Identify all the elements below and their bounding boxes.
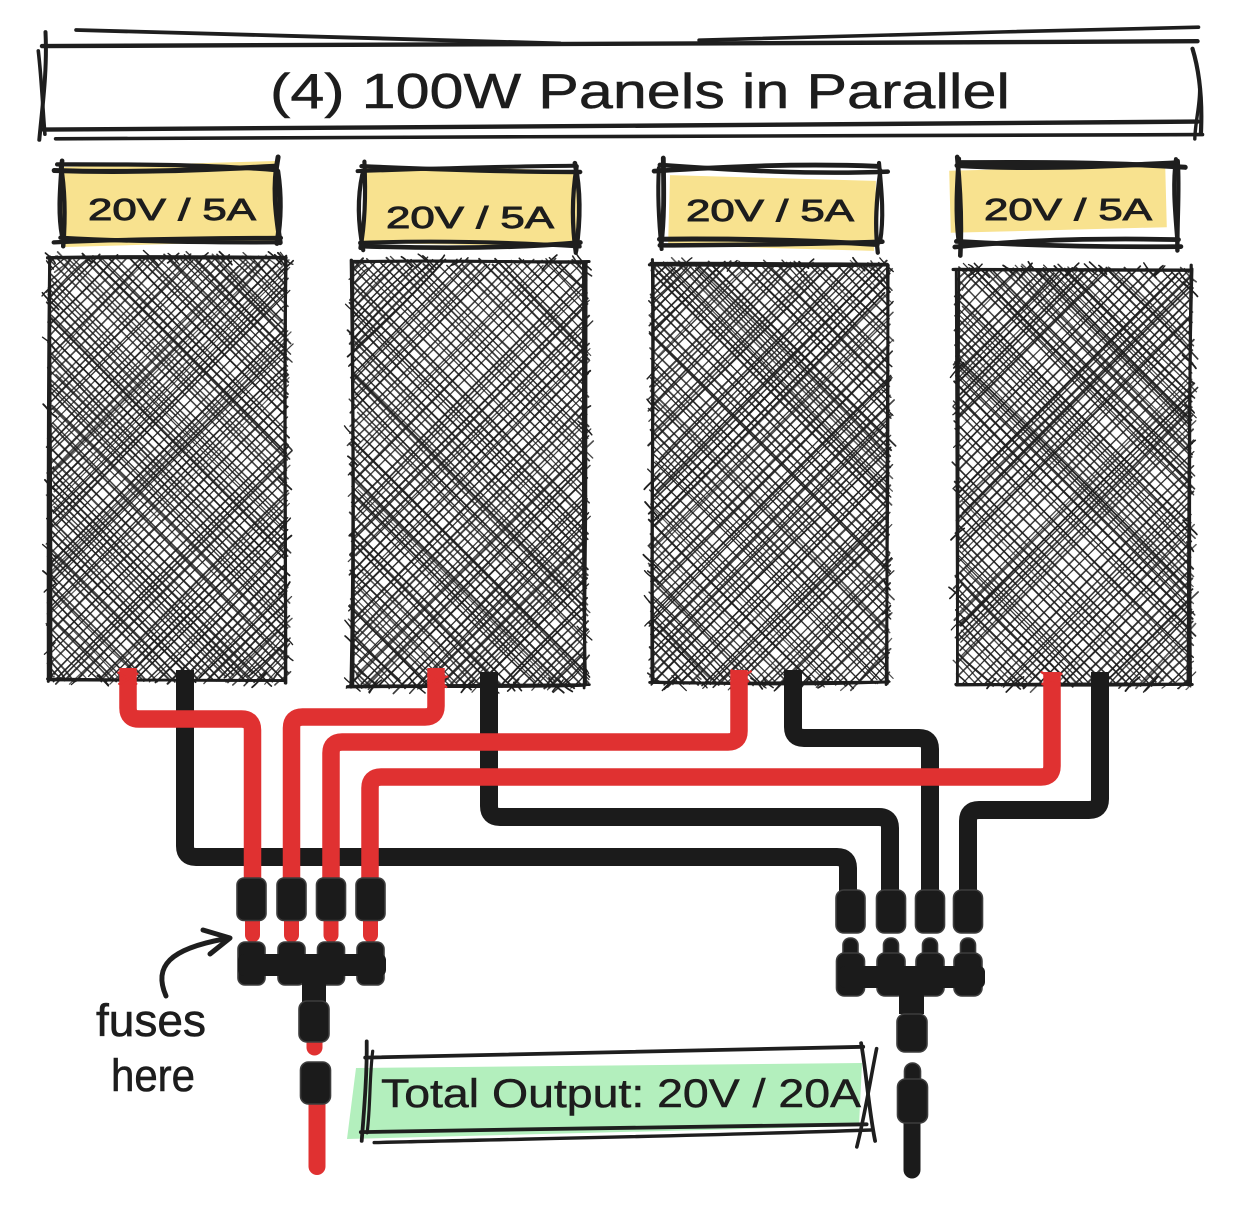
svg-text:here: here xyxy=(111,1050,195,1101)
svg-text:20V / 5A: 20V / 5A xyxy=(88,192,256,227)
svg-text:20V / 5A: 20V / 5A xyxy=(686,193,854,228)
svg-text:20V / 5A: 20V / 5A xyxy=(984,192,1152,227)
svg-text:(4) 100W Panels in Parallel: (4) 100W Panels in Parallel xyxy=(270,65,1010,119)
svg-text:fuses: fuses xyxy=(96,995,206,1046)
svg-text:20V / 5A: 20V / 5A xyxy=(386,200,554,235)
svg-text:Total Output: 20V / 20A: Total Output: 20V / 20A xyxy=(381,1072,861,1116)
